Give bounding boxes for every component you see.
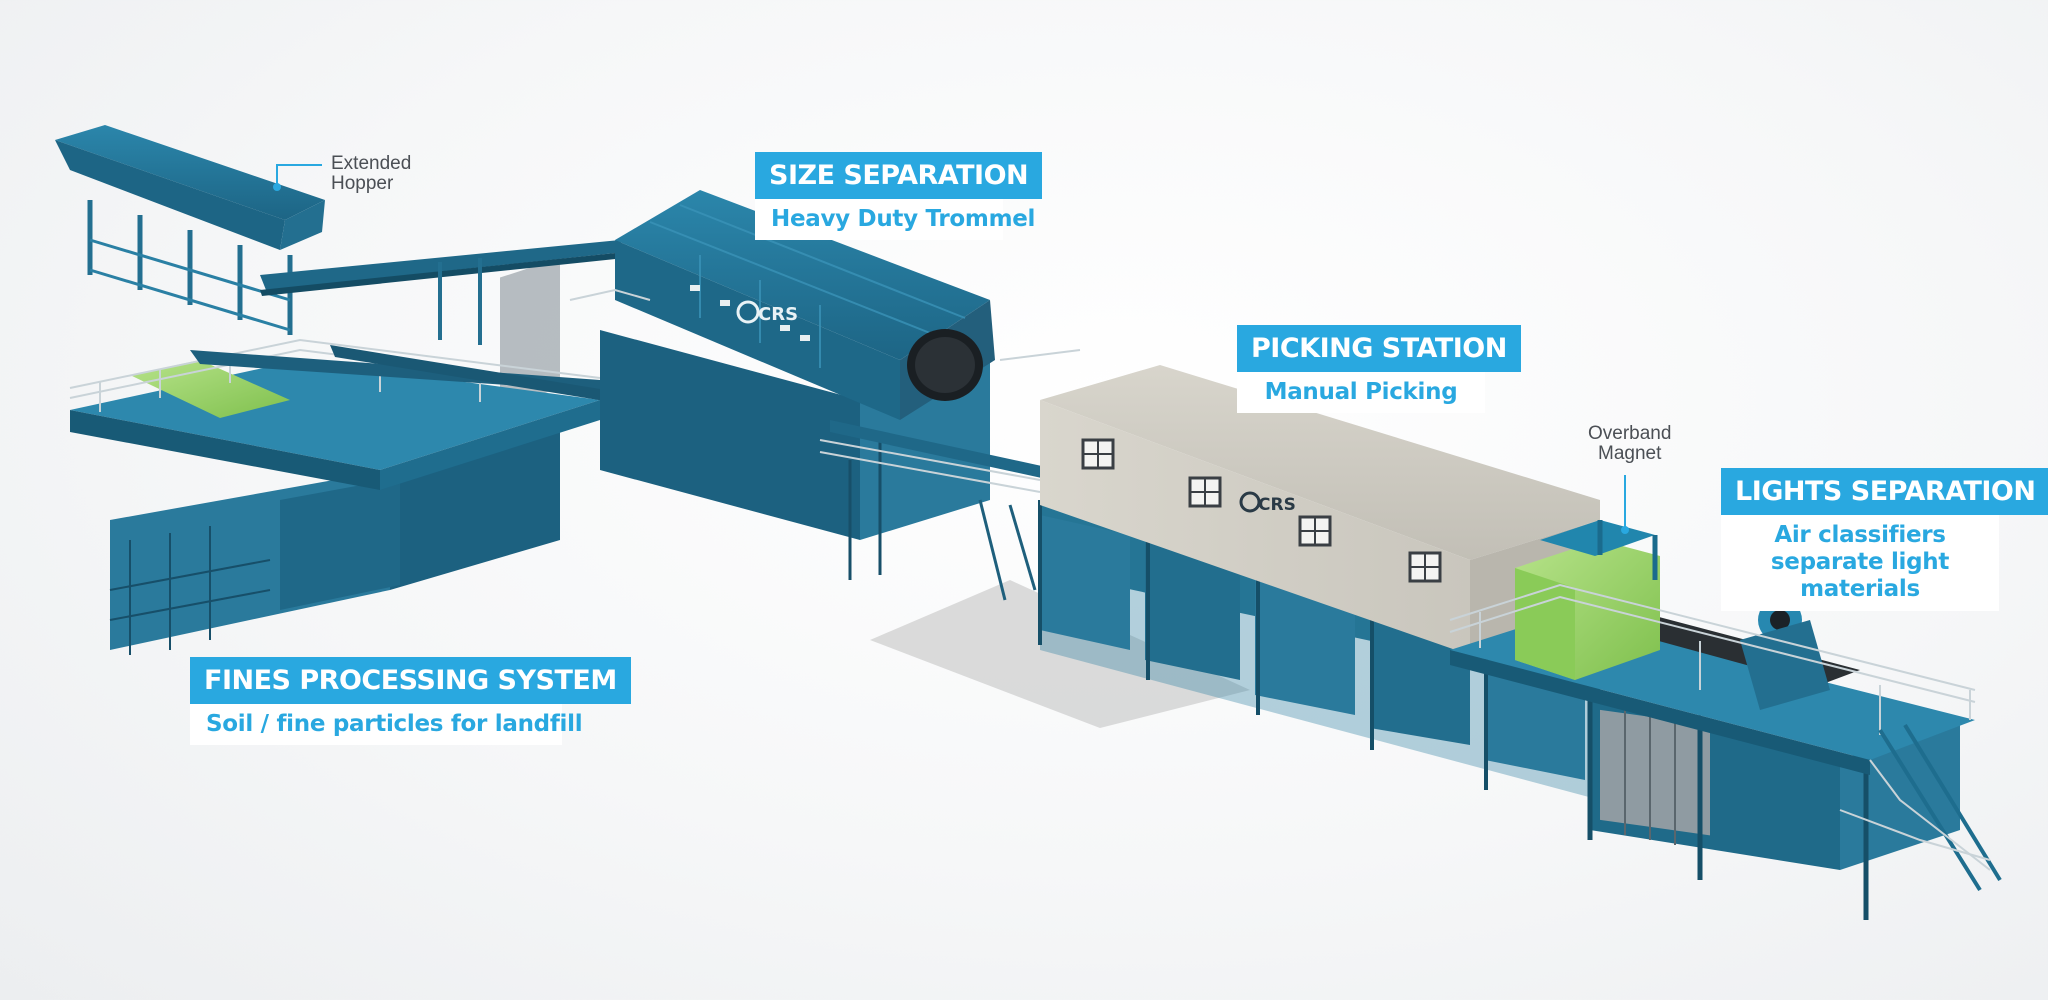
callout-title: PICKING STATION	[1237, 325, 1521, 372]
annotation-line: Overband	[1588, 423, 1672, 444]
callout-subtitle: Soil / fine particles for landfill	[190, 704, 583, 745]
callout-title: LIGHTS SEPARATION	[1721, 468, 2048, 515]
hopper-leader-line	[276, 164, 322, 186]
cabin-logo-text: CRS	[1258, 495, 1296, 515]
callout-subtitle: Manual Picking	[1237, 372, 1485, 413]
access-doors	[1600, 709, 1710, 836]
annotation-line: Hopper	[331, 173, 394, 194]
callout-subtitle: Heavy Duty Trommel	[755, 199, 1035, 240]
magnet-leader-dot	[1621, 526, 1629, 534]
trommel-logo-text: CRS	[758, 304, 798, 325]
floor-shadow	[870, 580, 1250, 728]
annotation-extended-hopper: Extended Hopper	[331, 154, 411, 194]
fines-processing-unit	[69, 258, 795, 655]
callout-picking-station: PICKING STATION Manual Picking	[1237, 325, 1521, 413]
callout-lights-separation: LIGHTS SEPARATION Air classifiers separa…	[1721, 468, 2048, 611]
annotation-overband-magnet: Overband Magnet	[1588, 424, 1671, 464]
lights-separation-unit	[1449, 520, 2002, 920]
annotation-line: Extended	[331, 153, 412, 174]
callout-title: SIZE SEPARATION	[755, 152, 1043, 199]
annotation-line: Magnet	[1598, 443, 1662, 464]
callout-size-separation: SIZE SEPARATION Heavy Duty Trommel	[755, 152, 1043, 240]
callout-subtitle: Air classifiers separate light materials	[1721, 515, 1999, 611]
hopper-leader-dot	[273, 183, 281, 191]
callout-fines-processing: FINES PROCESSING SYSTEM Soil / fine part…	[190, 657, 631, 745]
extended-hopper	[55, 125, 625, 345]
callout-title: FINES PROCESSING SYSTEM	[190, 657, 631, 704]
heavy-duty-trommel	[569, 190, 1081, 601]
access-stair	[1878, 723, 2002, 892]
